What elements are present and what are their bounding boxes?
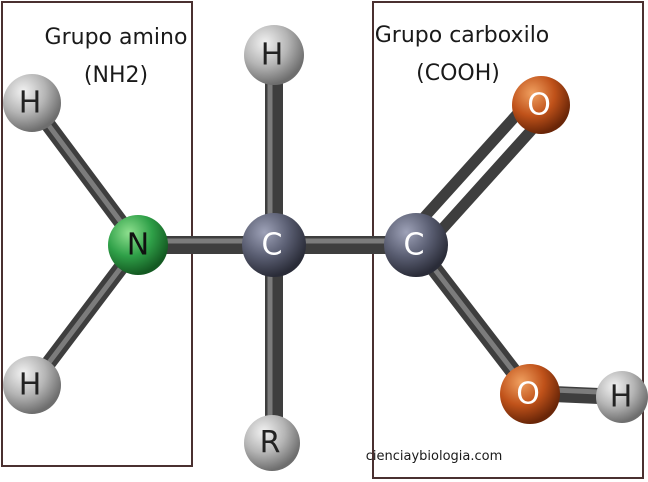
bond-c-o-double-gap bbox=[416, 105, 540, 242]
carboxyl-group-formula: (COOH) bbox=[416, 61, 500, 86]
atom-nitrogen: N bbox=[108, 215, 168, 275]
atom-carboxyl-carbon: C bbox=[384, 213, 448, 277]
atom-label: N bbox=[127, 228, 149, 263]
atom-oxygen-double: O bbox=[512, 76, 570, 134]
atom-h-lower-left: H bbox=[3, 356, 61, 414]
atom-alpha-carbon: C bbox=[242, 213, 306, 277]
atom-label: H bbox=[19, 86, 42, 121]
atom-label: O bbox=[527, 88, 551, 123]
atom-oxygen-hydroxyl: O bbox=[500, 364, 560, 424]
atom-r-group: R bbox=[244, 415, 300, 471]
atom-label: O bbox=[516, 377, 540, 412]
bond-c-o-double-2 bbox=[420, 108, 552, 253]
atom-label: R bbox=[260, 426, 281, 461]
bond-c-o-double-1 bbox=[404, 94, 536, 239]
atom-label: C bbox=[404, 228, 425, 263]
atom-label: H bbox=[610, 380, 633, 415]
amino-group-box bbox=[1, 1, 193, 467]
atom-label: H bbox=[261, 38, 284, 73]
atom-h-top: H bbox=[244, 25, 304, 85]
amino-group-title: Grupo amino bbox=[45, 25, 188, 50]
credit-text: cienciaybiologia.com bbox=[366, 449, 503, 464]
atom-h-upper-left: H bbox=[3, 74, 61, 132]
carboxyl-group-title: Grupo carboxilo bbox=[375, 23, 550, 48]
atom-label: C bbox=[262, 228, 283, 263]
amino-group-formula: (NH2) bbox=[84, 63, 148, 88]
atom-h-hydroxyl: H bbox=[596, 371, 648, 423]
atom-label: H bbox=[19, 368, 42, 403]
